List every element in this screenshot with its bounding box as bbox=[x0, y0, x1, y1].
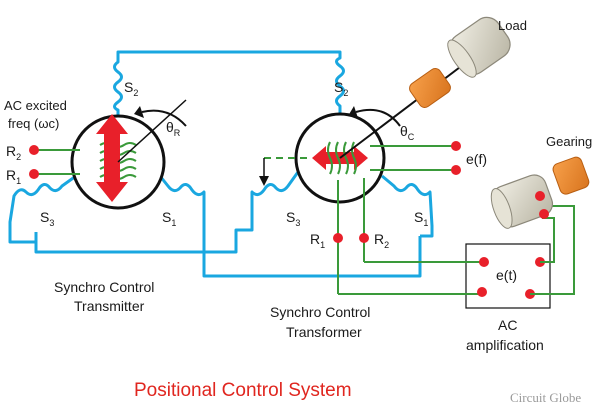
et-label: e(t) bbox=[496, 267, 517, 283]
svg-text:Circuit Globe: Circuit Globe bbox=[510, 390, 581, 405]
transmitter-rotation-arrow bbox=[141, 109, 187, 127]
svg-text:S1: S1 bbox=[162, 209, 176, 228]
transmitter-shaft bbox=[117, 99, 187, 163]
page-title: Positional Control System bbox=[134, 380, 352, 401]
svg-text:R2: R2 bbox=[6, 143, 21, 162]
theta-r-label: θ bbox=[166, 119, 174, 135]
svg-text:Synchro Control: Synchro Control bbox=[54, 279, 154, 295]
transmitter-caption-2: Transmitter bbox=[74, 298, 145, 314]
svg-text:e(t): e(t) bbox=[496, 267, 517, 283]
svg-text:S3: S3 bbox=[286, 209, 300, 228]
svg-text:Synchro Control: Synchro Control bbox=[270, 304, 370, 320]
ac-amplifier bbox=[338, 198, 575, 309]
transformer-caption-1: Synchro Control bbox=[270, 304, 370, 320]
svg-text:Load: Load bbox=[498, 18, 527, 33]
terminal-r1-transformer bbox=[333, 233, 343, 243]
transformer-caption-2: Transformer bbox=[286, 324, 362, 340]
motor-terminal-bottom bbox=[539, 209, 549, 219]
svg-text:amplification: amplification bbox=[466, 337, 544, 353]
transformer-s3-coil bbox=[34, 171, 300, 254]
svg-text:Transformer: Transformer bbox=[286, 324, 362, 340]
s3-transformer-label: S bbox=[286, 209, 295, 225]
svg-text:freq (ωc): freq (ωc) bbox=[8, 116, 59, 131]
s2-transformer-label: S bbox=[334, 79, 343, 95]
transmitter-caption-1: Synchro Control bbox=[54, 279, 154, 295]
svg-text:S1: S1 bbox=[414, 209, 428, 228]
svg-text:Transmitter: Transmitter bbox=[74, 298, 145, 314]
svg-text:S2: S2 bbox=[334, 79, 348, 98]
ac-excited-label: AC excited bbox=[4, 98, 67, 113]
terminal-r2-transmitter bbox=[29, 145, 39, 155]
amp-caption-2: amplification bbox=[466, 337, 544, 353]
svg-text:R1: R1 bbox=[310, 231, 325, 250]
synchro-transmitter bbox=[29, 99, 187, 210]
svg-text:S2: S2 bbox=[124, 79, 138, 98]
r1-transmitter-label: R bbox=[6, 167, 16, 183]
amp-caption-1: AC bbox=[498, 317, 517, 333]
terminal-ef-bottom bbox=[451, 165, 461, 175]
motor-terminal-top bbox=[535, 191, 545, 201]
svg-text:R2: R2 bbox=[374, 231, 389, 250]
transmitter-s3-s1-coils bbox=[8, 174, 77, 244]
r2-transformer-label: R bbox=[374, 231, 384, 247]
svg-text:R1: R1 bbox=[6, 167, 21, 186]
gearing-coupling bbox=[552, 156, 590, 195]
svg-text:Gearing: Gearing bbox=[546, 134, 592, 149]
synchro-transformer bbox=[259, 57, 473, 294]
transformer-s1-coil bbox=[381, 174, 434, 238]
svg-text:S3: S3 bbox=[40, 209, 54, 228]
load-assembly bbox=[409, 16, 511, 108]
svg-text:Positional Control System: Positional Control System bbox=[134, 380, 352, 401]
svg-text:θC: θC bbox=[400, 123, 415, 142]
terminal-ef-top bbox=[451, 141, 461, 151]
terminal-r2-transformer bbox=[359, 233, 369, 243]
svg-text:e(f): e(f) bbox=[466, 151, 487, 167]
transformer-shaft bbox=[339, 57, 473, 159]
transmitter-rotor-arrow bbox=[96, 114, 128, 202]
transmitter-s2-coil bbox=[113, 50, 345, 122]
ef-label: e(f) bbox=[466, 151, 487, 167]
stator-wiring bbox=[8, 50, 434, 278]
watermark: Circuit Globe bbox=[510, 390, 581, 405]
amp-in-top bbox=[479, 257, 489, 267]
r1-transformer-label: R bbox=[310, 231, 320, 247]
s1-transmitter-label: S bbox=[162, 209, 171, 225]
svg-text:θR: θR bbox=[166, 119, 181, 138]
load-label: Load bbox=[498, 18, 527, 33]
gearing-label: Gearing bbox=[546, 134, 592, 149]
r2-transmitter-label: R bbox=[6, 143, 16, 159]
transformer-rotor-coil bbox=[327, 141, 357, 175]
transformer-rotation-arrow bbox=[355, 108, 401, 127]
terminal-r1-transmitter bbox=[29, 169, 39, 179]
diagram-labels: Load Gearing AC excited freq (ωc) R2 R1 … bbox=[4, 18, 592, 405]
theta-c-label: θ bbox=[400, 123, 408, 139]
gearing-assembly bbox=[490, 156, 590, 229]
ac-freq-label: freq (ωc) bbox=[8, 116, 59, 131]
amp-in-bottom bbox=[477, 287, 487, 297]
svg-text:AC: AC bbox=[498, 317, 517, 333]
load-coupling bbox=[409, 68, 451, 108]
svg-text:AC excited: AC excited bbox=[4, 98, 67, 113]
s2-transmitter-label: S bbox=[124, 79, 133, 95]
amplifier-box bbox=[465, 243, 551, 309]
s1-transformer-label: S bbox=[414, 209, 423, 225]
s3-transmitter-label: S bbox=[40, 209, 49, 225]
